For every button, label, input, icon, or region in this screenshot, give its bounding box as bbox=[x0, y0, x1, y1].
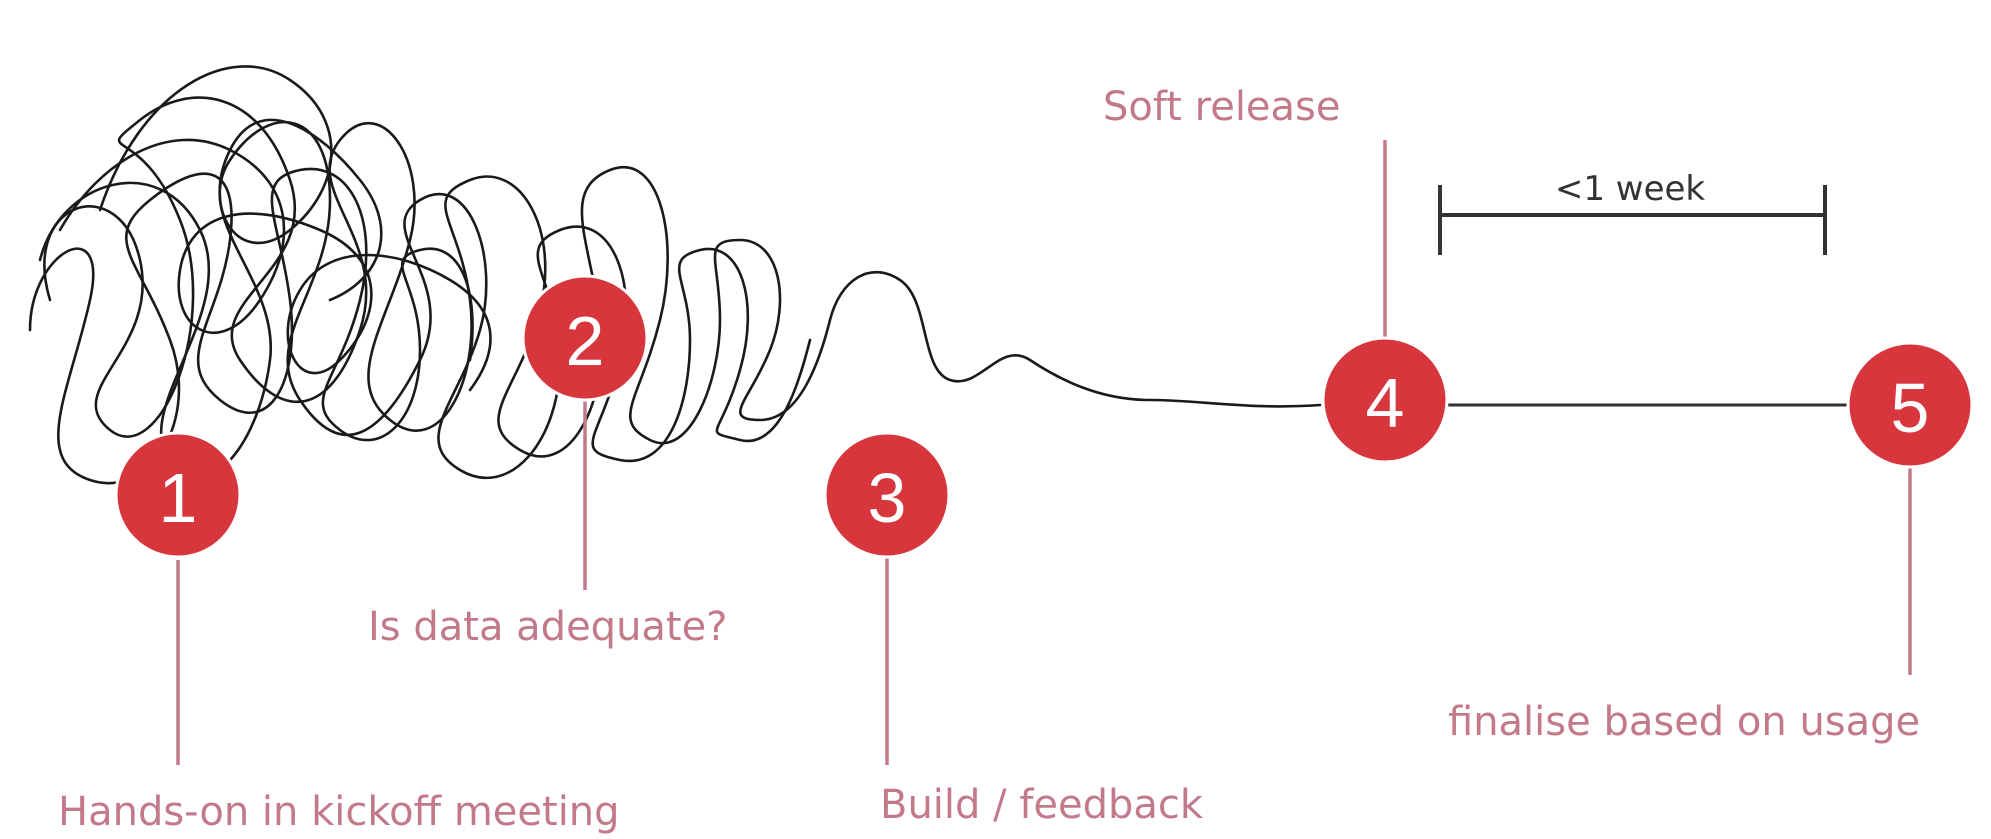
marker-2: 2 bbox=[521, 274, 649, 402]
marker-5-number: 5 bbox=[1891, 369, 1930, 447]
marker-4: 4 bbox=[1321, 336, 1449, 464]
marker-4-number: 4 bbox=[1366, 364, 1405, 442]
marker-3: 3 bbox=[823, 431, 951, 559]
scribble-line bbox=[28, 65, 1322, 485]
step-label-5: finalise based on usage bbox=[1448, 699, 1920, 745]
marker-2-number: 2 bbox=[566, 302, 605, 380]
duration-bracket: <1 week bbox=[1438, 169, 1827, 255]
step-label-1: Hands-on in kickoff meeting bbox=[58, 789, 620, 835]
marker-1: 1 bbox=[114, 431, 242, 559]
marker-3-number: 3 bbox=[868, 459, 907, 537]
step-label-4: Soft release bbox=[1103, 84, 1341, 130]
marker-5: 5 bbox=[1846, 341, 1974, 469]
duration-label: <1 week bbox=[1555, 169, 1706, 209]
step-label-2: Is data adequate? bbox=[368, 604, 727, 650]
step-label-3: Build / feedback bbox=[880, 782, 1204, 828]
marker-1-number: 1 bbox=[159, 459, 198, 537]
